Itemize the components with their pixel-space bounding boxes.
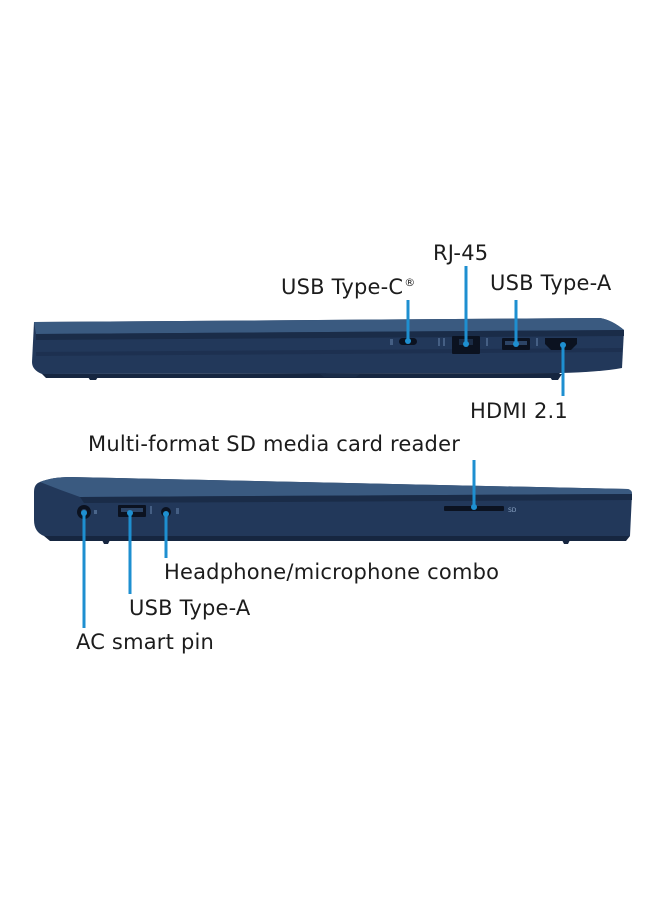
usb-c-label: USB Type-C® [281, 275, 416, 299]
rj45-label: RJ-45 [433, 241, 489, 265]
usb-a-left-label: USB Type-A [129, 596, 251, 620]
audio-combo-label: Headphone/microphone combo [164, 560, 500, 584]
sd-port-mark: SD [508, 507, 517, 514]
sd-reader-label: Multi-format SD media card reader [88, 432, 461, 456]
ac-pin-label: AC smart pin [76, 630, 215, 654]
right-side-chassis [32, 318, 624, 380]
hdmi-label: HDMI 2.1 [470, 399, 568, 423]
usb-a-right-label: USB Type-A [490, 271, 612, 295]
left-side-chassis [34, 477, 632, 544]
